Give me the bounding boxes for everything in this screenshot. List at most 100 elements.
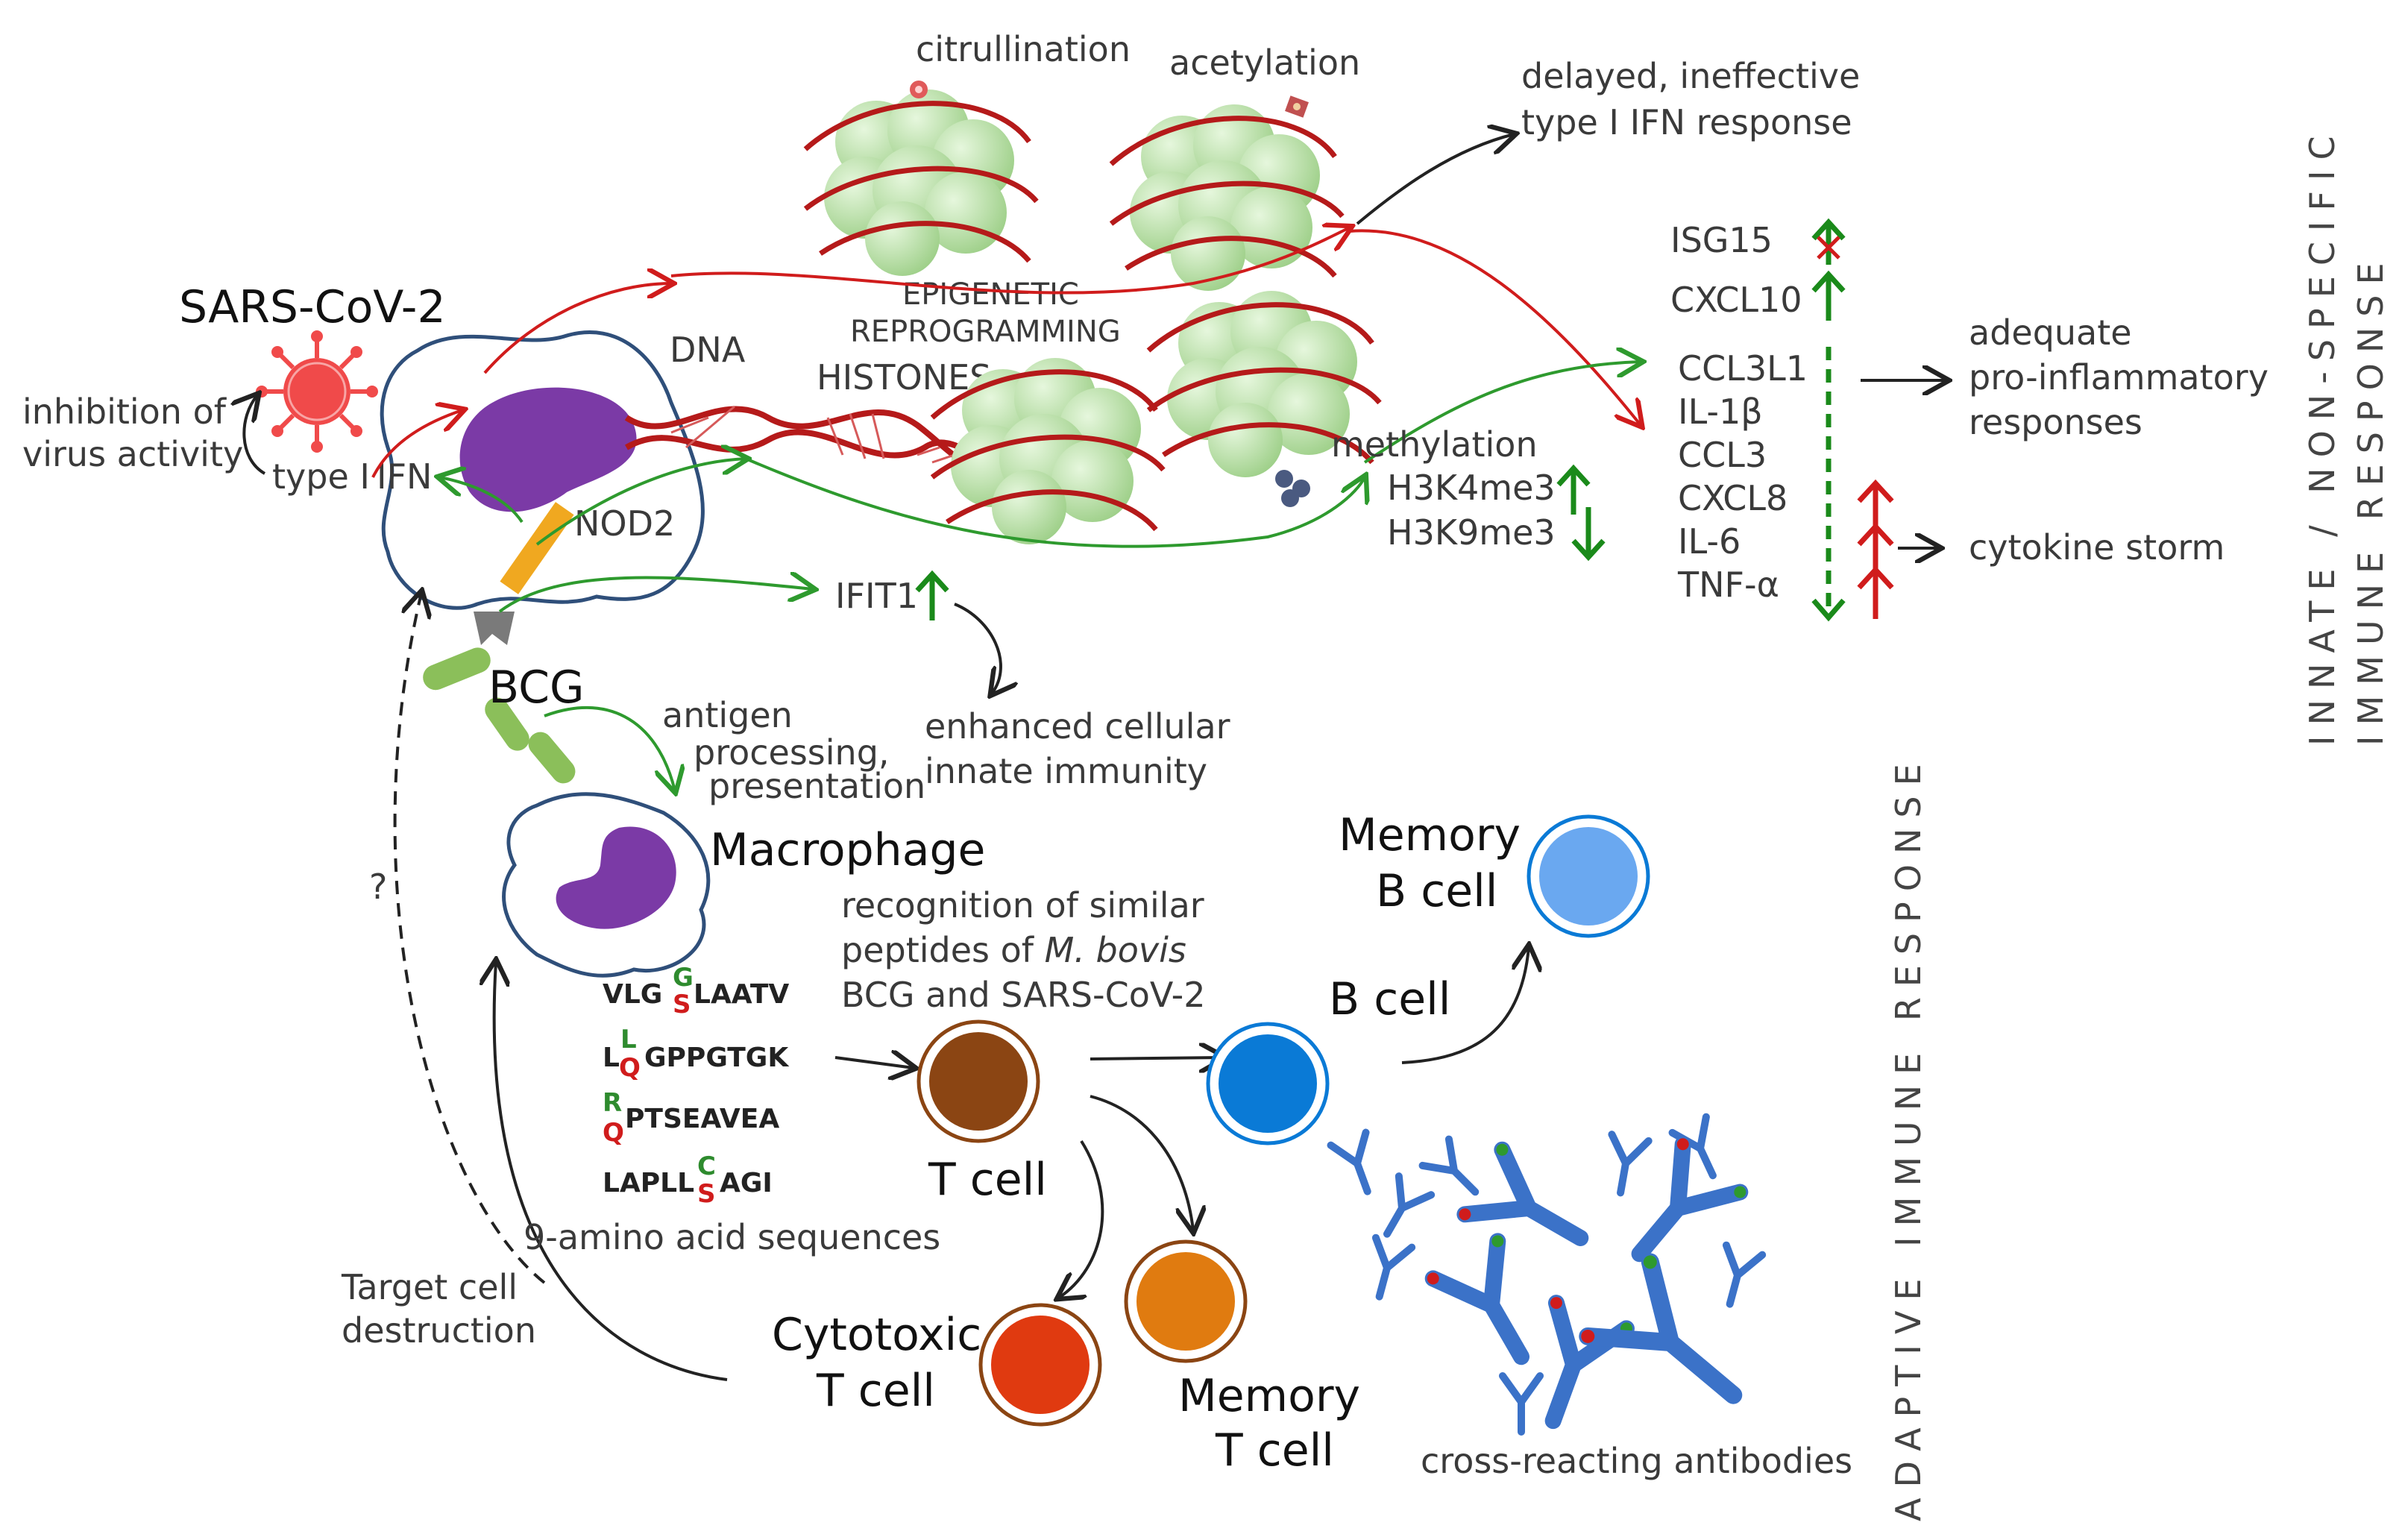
innate-label-line2: IMMUNE RESPONSE	[2351, 252, 2391, 746]
t-cell-icon	[917, 1019, 1040, 1143]
question-mark-label: ?	[369, 867, 387, 907]
svg-text:LAATV: LAATV	[694, 979, 789, 1010]
cxcl10-up-arrow-icon	[1811, 270, 1846, 321]
cytokine-down-dashed-arrow-icon	[1811, 347, 1846, 622]
methylation-label: methylation	[1331, 424, 1538, 465]
dna-label: DNA	[670, 330, 746, 370]
green-arrow-to-ifit1	[498, 578, 813, 613]
arrow-to-enhanced-immunity	[954, 603, 1001, 694]
antigen-label-3: presentation	[708, 766, 925, 806]
cytokine-il1b: IL-1β	[1678, 392, 1763, 432]
sars-cov-2-title: SARS-CoV-2	[179, 281, 446, 333]
cytokine-up-red-arrows-icon	[1857, 479, 1894, 619]
red-arrow-cell-to-epigenetic	[483, 283, 671, 374]
recognition-label-1: recognition of similar	[841, 885, 1204, 925]
svg-text:R: R	[603, 1088, 622, 1118]
cytokine-ccl3: CCL3	[1678, 435, 1767, 475]
adequate-label-1: adequate	[1969, 312, 2132, 353]
arrow-b-cell-to-memory-b	[1401, 947, 1529, 1064]
enhanced-immunity-label-2: innate immunity	[925, 751, 1207, 791]
cytotoxic-label-2: T cell	[816, 1365, 935, 1417]
adaptive-section-label: ADAPTIVE IMMUNE RESPONSE	[1888, 753, 1928, 1521]
svg-text:Q: Q	[619, 1053, 641, 1083]
histone-cluster-3	[930, 358, 1166, 544]
arrow-t-cell-to-b-cell	[1090, 1057, 1223, 1059]
dashed-feedback-arrow	[393, 593, 546, 1284]
svg-text:G: G	[673, 963, 694, 993]
cross-reacting-antibodies-label: cross-reacting antibodies	[1421, 1441, 1852, 1481]
svg-text:L: L	[620, 1025, 637, 1055]
memory-b-cell-icon	[1527, 814, 1650, 938]
inhibition-label-1: inhibition of	[22, 392, 227, 432]
arrow-t-cell-to-memory-t	[1090, 1095, 1193, 1231]
target-destruction-arrow	[494, 962, 728, 1381]
antigen-label-2: processing,	[694, 732, 890, 773]
green-arrow-to-methylation	[745, 457, 1365, 548]
svg-text:S: S	[697, 1179, 716, 1209]
recognition-label-2: peptides of M. bovis	[841, 930, 1186, 970]
macrophage-nucleus	[556, 826, 676, 929]
target-destruction-label-2: destruction	[342, 1310, 536, 1351]
acetylation-marker-icon	[1285, 95, 1309, 118]
red-arrow-to-cytokines	[1349, 229, 1641, 425]
cytokine-il6: IL-6	[1678, 521, 1741, 562]
svg-text:VLG: VLG	[603, 979, 662, 1010]
delayed-response-label-2: type I IFN response	[1521, 102, 1852, 142]
methylation-marker-icon	[1275, 470, 1310, 507]
bcg-bacteria-icon	[423, 647, 576, 784]
citrullination-marker-icon	[910, 81, 928, 98]
cytokine-storm-label: cytokine storm	[1969, 527, 2225, 568]
bcg-label: BCG	[488, 661, 585, 714]
histone-cluster-2	[1109, 104, 1345, 291]
cell-receptor-grey	[474, 612, 515, 645]
host-cell-nucleus	[459, 387, 637, 512]
innate-label-line1: INNATE / NON-SPECIFIC	[2302, 125, 2342, 746]
histone-cluster-4	[1146, 291, 1382, 477]
svg-text:C: C	[697, 1151, 716, 1181]
svg-text:LAPLL: LAPLL	[603, 1168, 694, 1198]
cytokine-ccl3l1: CCL3L1	[1678, 348, 1808, 389]
epigenetic-label-1: EPIGENETIC	[902, 277, 1079, 312]
cytokine-cxcl8: CXCL8	[1678, 478, 1788, 518]
cytokine-isg15: ISG15	[1670, 220, 1773, 260]
dna-helix-icon	[624, 405, 1002, 480]
histones-label: HISTONES	[817, 357, 991, 397]
memory-t-label-1: Memory	[1178, 1370, 1360, 1422]
memory-b-label-1: Memory	[1339, 809, 1521, 861]
memory-b-label-2: B cell	[1376, 865, 1497, 917]
svg-text:PTSEAVEA: PTSEAVEA	[625, 1104, 779, 1134]
nine-amino-acid-label: 9-amino acid sequences	[524, 1217, 940, 1257]
epigenetic-label-2: REPROGRAMMING	[850, 315, 1121, 349]
target-destruction-label-1: Target cell	[341, 1267, 518, 1307]
adequate-label-2: pro-inflammatory	[1969, 357, 2269, 397]
acetylation-label: acetylation	[1169, 43, 1360, 83]
svg-text:GPPGTGK: GPPGTGK	[644, 1043, 789, 1073]
cytokine-cxcl10: CXCL10	[1670, 280, 1802, 320]
h3k9me3-label: H3K9me3	[1387, 512, 1556, 553]
green-arrow-to-cytokines	[1363, 362, 1641, 464]
enhanced-immunity-label-1: enhanced cellular	[925, 706, 1230, 747]
isg15-up-arrow-icon	[1811, 218, 1846, 265]
green-arrow-to-ifn	[440, 477, 524, 524]
peptide-sequence-2: L L Q GPPGTGK	[603, 1025, 789, 1083]
arrow-to-delayed-response	[1356, 134, 1514, 225]
nod2-receptor	[500, 502, 574, 594]
b-cell-icon	[1206, 1022, 1330, 1145]
t-cell-label: T cell	[928, 1154, 1047, 1206]
memory-t-label-2: T cell	[1215, 1424, 1334, 1477]
h3k9me3-down-arrow-icon	[1571, 507, 1606, 562]
inhibition-arrow	[244, 395, 266, 475]
inhibition-label-2: virus activity	[22, 434, 243, 474]
recognition-label-3: BCG and SARS-CoV-2	[841, 975, 1205, 1015]
citrullination-label: citrullination	[916, 29, 1131, 69]
arrow-t-cell-to-cytotoxic	[1059, 1140, 1104, 1298]
peptide-sequence-4: LAPLL C S AGI	[603, 1151, 773, 1209]
peptide-sequence-1: VLG G S LAATV	[603, 963, 789, 1019]
ifit1-up-arrow-icon	[915, 570, 949, 620]
h3k4me3-up-arrow-icon	[1556, 464, 1591, 515]
cross-reacting-antibodies-icon	[1327, 1113, 1767, 1436]
svg-text:AGI: AGI	[720, 1168, 773, 1198]
arrow-peptides-to-t-cell	[834, 1057, 914, 1068]
sars-cov-2-virus-icon	[256, 330, 378, 453]
delayed-response-label-1: delayed, ineffective	[1521, 56, 1860, 96]
